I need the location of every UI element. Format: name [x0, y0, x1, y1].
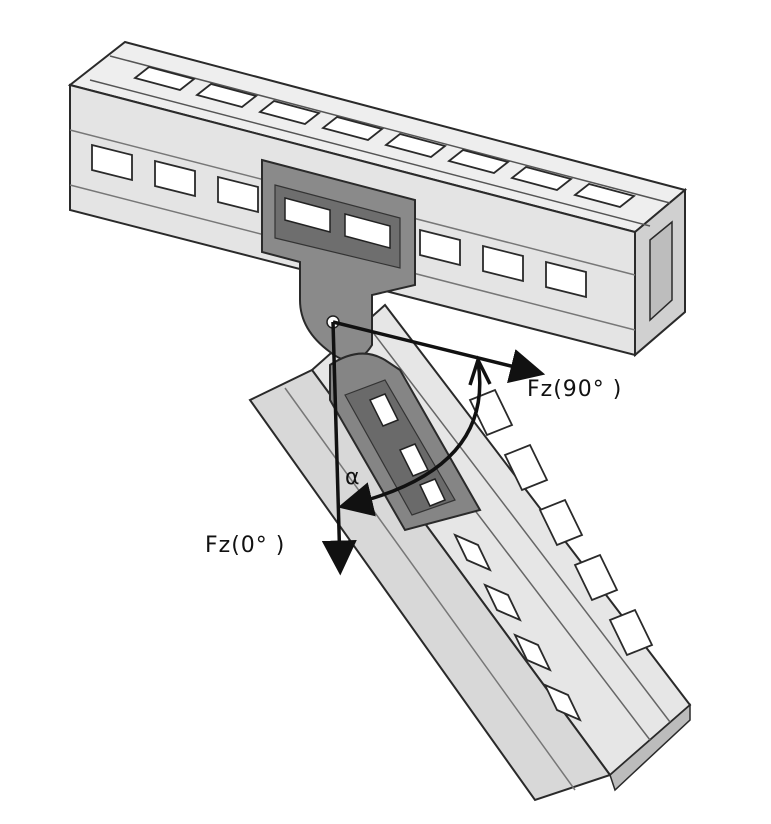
- force-0-label: Fz(0° ): [205, 533, 286, 558]
- angled-channel: [248, 303, 692, 802]
- angle-arc-start-arrow: [468, 355, 492, 386]
- force-annotations: [321, 320, 546, 576]
- lower-bracket-plate: [329, 352, 482, 532]
- force-90-arrow: [332, 320, 546, 384]
- upper-bracket-plate: [261, 158, 416, 362]
- angle-alpha-label: α: [345, 465, 361, 490]
- angle-arc: [337, 361, 482, 517]
- force-90-label: Fz(90° ): [527, 377, 623, 402]
- force-0-arrow: [321, 321, 357, 576]
